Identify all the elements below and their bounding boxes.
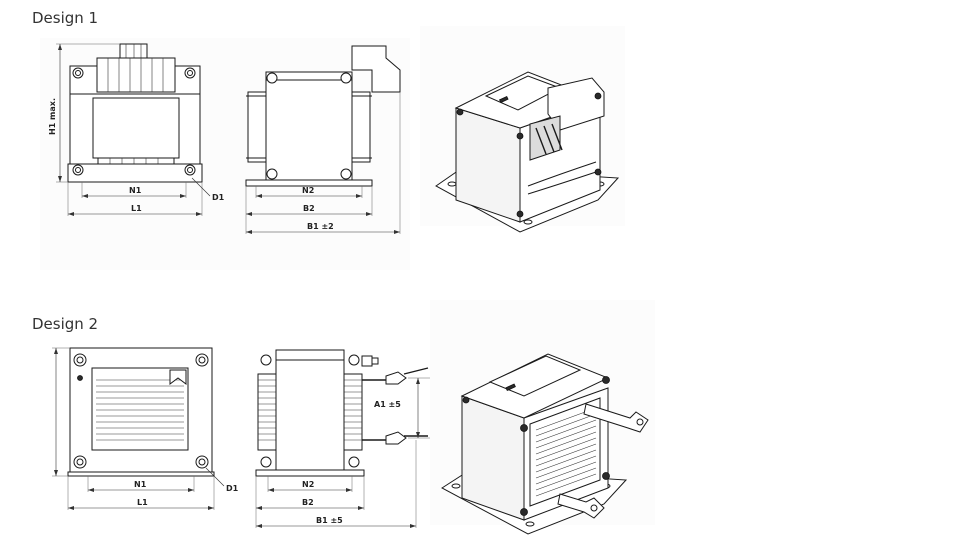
d2-left-flange — [257, 373, 277, 451]
cable-lugs — [362, 367, 429, 445]
right-flange — [351, 91, 371, 163]
d2-n1-label: N1 — [134, 480, 147, 489]
d1-label: D1 — [212, 193, 225, 202]
d2-iso-lug-top — [583, 403, 649, 433]
b2-label: B2 — [303, 204, 315, 213]
core-body — [69, 93, 201, 165]
d2-iso-lug-bottom — [557, 493, 605, 519]
side-core — [265, 71, 353, 181]
terminal-block-top — [119, 43, 148, 59]
d2-right-flange — [343, 373, 363, 451]
d2-side-base — [255, 469, 365, 477]
d2-d1-label: D1 — [226, 484, 239, 493]
iso-terminal-block — [547, 77, 605, 131]
design2-side-view: A1 ±5 N2 B2 B1 ±5 — [255, 349, 430, 528]
a1-label: A1 ±5 — [374, 400, 401, 409]
d2-lamination-lines — [96, 379, 184, 441]
bolt-icon — [73, 455, 87, 469]
d2-l1-label: L1 — [137, 498, 148, 507]
design2-front-view: N1 L1 D1 — [52, 347, 239, 510]
d2-iso-coil-lines — [535, 407, 597, 497]
terminal-row — [96, 57, 176, 93]
n2-label: N2 — [302, 186, 314, 195]
design1-title: Design 1 — [32, 9, 99, 27]
bolt-icon — [184, 67, 196, 79]
d2-b1-label: B1 ±5 — [316, 516, 343, 525]
d2-b2-label: B2 — [302, 498, 314, 507]
d2-flange-hatch — [258, 379, 362, 441]
bolt-icon — [72, 67, 84, 79]
d2-n2-label: N2 — [302, 480, 314, 489]
design1-isometric-view — [435, 71, 620, 233]
bolt-icon — [195, 353, 209, 367]
l1-label: L1 — [131, 204, 142, 213]
base-plate — [67, 163, 203, 183]
bolt-icon — [73, 353, 87, 367]
bolt-icon — [72, 164, 84, 176]
h1-label: H1 max. — [48, 98, 57, 135]
d2-side-core — [275, 349, 345, 471]
side-base — [245, 179, 373, 187]
design1-side-view: N2 B2 B1 ±2 — [245, 45, 401, 234]
left-flange — [247, 91, 267, 163]
bolt-icon — [195, 455, 209, 469]
design2-isometric-view — [441, 353, 649, 535]
design2-title: Design 2 — [32, 315, 99, 333]
d2-base — [67, 471, 215, 477]
b1-label: B1 ±2 — [307, 222, 334, 231]
n1-label: N1 — [129, 186, 142, 195]
bolt-icon — [184, 164, 196, 176]
design1-front-view: H1 max. N1 L1 D1 — [48, 43, 225, 216]
